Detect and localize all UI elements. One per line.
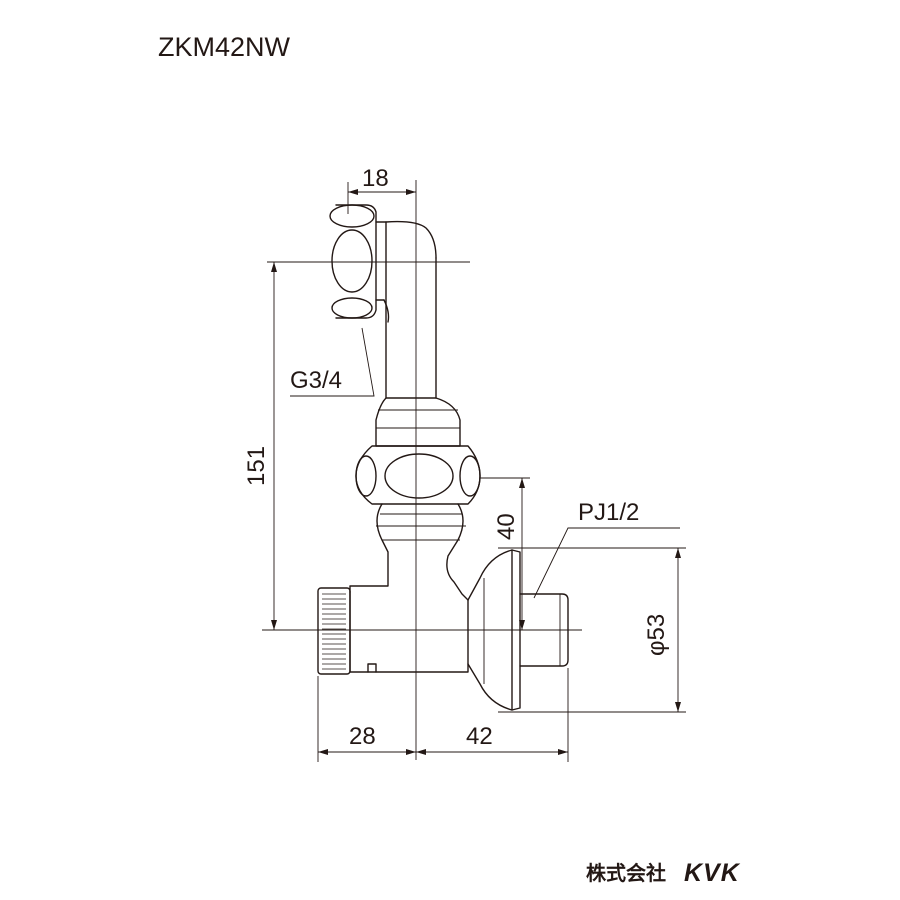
dim-18-label: 18 [362, 165, 389, 192]
dim-offset: 40 [480, 477, 530, 630]
dim-height: 151 [243, 262, 277, 630]
dim-g34-label: G3/4 [290, 367, 342, 394]
dim-pipe-leader: PJ1/2 [533, 499, 680, 599]
valve-body [317, 204, 569, 711]
dim-28-label: 28 [349, 723, 376, 750]
dim-151-label: 151 [243, 446, 270, 486]
knurl-lines [322, 593, 346, 670]
dim-thread-leader: G3/4 [290, 327, 375, 397]
dim-42-label: 42 [466, 723, 493, 750]
dim-pj12-label: PJ1/2 [578, 499, 639, 526]
centerlines [262, 180, 582, 760]
brand-logo: 株式会社 KVK [586, 859, 741, 887]
dim-bottom-widths: 28 42 [317, 668, 569, 762]
model-number: ZKM42NW [158, 32, 291, 62]
dim-40-label: 40 [493, 513, 520, 540]
kvk-logo: KVK [684, 859, 741, 887]
company-prefix: 株式会社 [586, 861, 666, 885]
dim-53-label: φ53 [643, 614, 670, 656]
dim-diameter: φ53 [498, 547, 686, 713]
dim-top-width: 18 [347, 165, 416, 214]
